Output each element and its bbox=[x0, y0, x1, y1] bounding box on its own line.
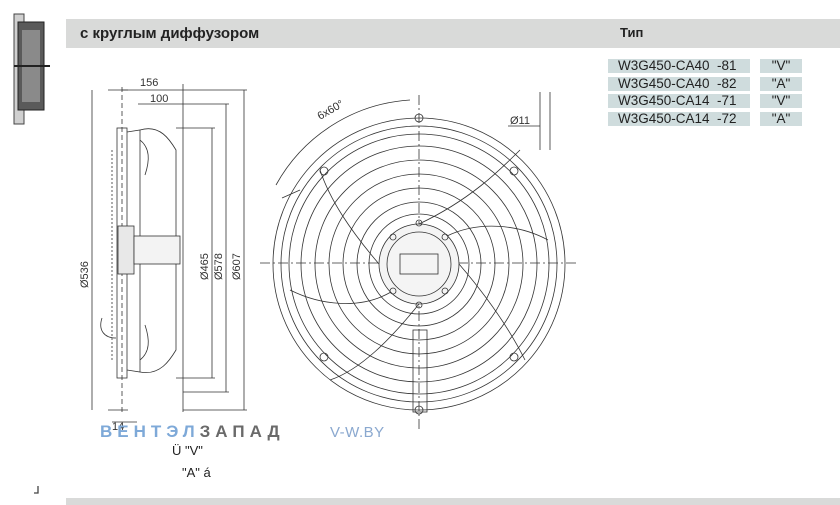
fan-thumbnail-icon bbox=[13, 13, 50, 125]
dim-607: Ø607 bbox=[231, 253, 243, 280]
dim-14: 14 bbox=[112, 421, 124, 433]
section-title: с круглым диффузором bbox=[80, 25, 260, 42]
dim-100: 100 bbox=[150, 93, 168, 105]
legend-v: Ü "V" bbox=[172, 443, 203, 458]
type-variant: "V" bbox=[760, 94, 802, 108]
dim-578: Ø578 bbox=[213, 253, 225, 280]
type-code: W3G450-CA40 -82 bbox=[608, 76, 750, 91]
watermark-brand: ВЕНТЭЛЗАПАД bbox=[100, 422, 285, 442]
side-view bbox=[91, 84, 247, 423]
header-band bbox=[66, 19, 840, 48]
type-code: W3G450-CA40 -81 bbox=[608, 59, 750, 73]
type-variant: "V" bbox=[760, 59, 802, 73]
front-view bbox=[260, 92, 578, 430]
corner-mark bbox=[34, 486, 39, 494]
dim-156: 156 bbox=[140, 77, 158, 89]
type-column-label: Тип bbox=[620, 25, 644, 40]
dim-hole: Ø11 bbox=[510, 115, 530, 127]
type-code: W3G450-CA14 -72 bbox=[608, 111, 750, 126]
watermark-site: V-W.BY bbox=[330, 424, 385, 441]
legend-a: "A" á bbox=[182, 465, 211, 480]
watermark-brand-part2: ЗАПАД bbox=[199, 422, 285, 441]
dim-536: Ø536 bbox=[79, 261, 91, 288]
dim-angle: 6x60° bbox=[316, 98, 346, 123]
type-code: W3G450-CA14 -71 bbox=[608, 94, 750, 108]
type-variant: "A" bbox=[760, 111, 802, 126]
footer-band bbox=[66, 498, 840, 505]
watermark-brand-part1: ВЕНТЭЛ bbox=[100, 422, 200, 441]
dim-465: Ø465 bbox=[199, 253, 211, 280]
type-variant: "A" bbox=[760, 76, 802, 91]
